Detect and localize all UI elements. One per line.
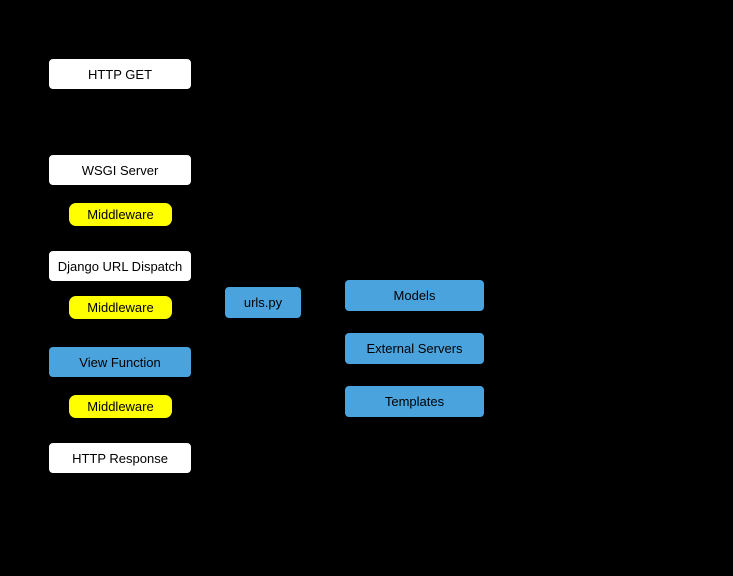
node-http-get: HTTP GET: [48, 58, 192, 90]
node-django-url-dispatch: Django URL Dispatch: [48, 250, 192, 282]
node-middleware-2: Middleware: [68, 295, 173, 320]
node-view-function: View Function: [48, 346, 192, 378]
node-templates: Templates: [344, 385, 485, 418]
node-http-response: HTTP Response: [48, 442, 192, 474]
node-middleware-3: Middleware: [68, 394, 173, 419]
node-middleware-1: Middleware: [68, 202, 173, 227]
node-wsgi-server: WSGI Server: [48, 154, 192, 186]
node-external-servers: External Servers: [344, 332, 485, 365]
node-urls-py: urls.py: [224, 286, 302, 319]
node-models: Models: [344, 279, 485, 312]
